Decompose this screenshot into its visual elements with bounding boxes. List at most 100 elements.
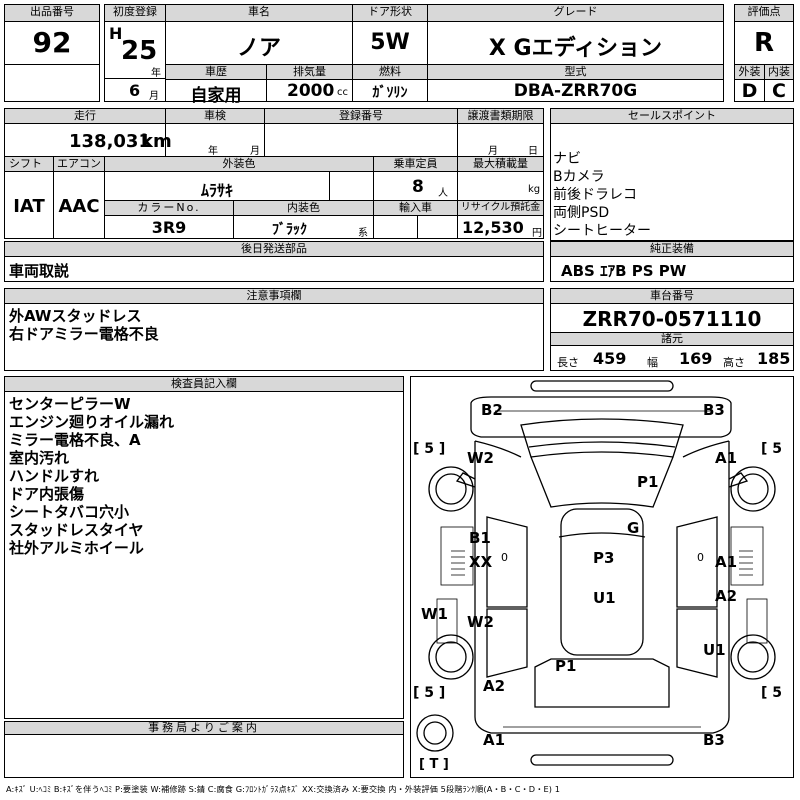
notes-box: 外AWスタッドレス 右ドアミラー電格不良 xyxy=(4,303,544,371)
spare-tire-label: [ T ] xyxy=(419,757,449,772)
width: 169 xyxy=(679,349,713,368)
int-score: C xyxy=(772,80,786,102)
displacement-cell: 2000 cc xyxy=(266,79,353,102)
length: 459 xyxy=(593,349,627,368)
note-item: 外AWスタッドレス xyxy=(9,307,142,325)
ac: AAC xyxy=(58,196,100,217)
score-cell: R xyxy=(734,21,794,65)
load-cell: kg xyxy=(457,171,544,201)
load-label: 最大積載量 xyxy=(457,156,544,172)
reg-no-label: 登録番号 xyxy=(264,108,458,124)
transfer-day-unit: 日 xyxy=(528,146,538,157)
mark-u1-right: U1 xyxy=(703,641,726,659)
color-no: 3R9 xyxy=(151,218,187,237)
inspector-item: ハンドルすれ xyxy=(9,467,100,485)
inspector-item: エンジン廻りオイル漏れ xyxy=(9,413,175,431)
detail-section: 走行 車検 登録番号 譲渡書類期限 138,031 km 年 月 月 日 シフト… xyxy=(4,108,544,282)
model-cell: DBA-ZRR70G xyxy=(427,79,724,102)
fuel: ｶﾞｿﾘﾝ xyxy=(372,85,408,101)
inspector-item: スタッドレスタイヤ xyxy=(9,521,144,539)
grade: X Gエディション xyxy=(488,36,663,61)
later-parts: 車両取説 xyxy=(9,262,70,280)
recycle: 12,530 xyxy=(462,218,524,237)
legend: A:ｷｽﾞ U:ﾍｺﾐ B:ｷｽﾞを伴うﾍｺﾐ P:要塗装 W:補修跡 S:錆 … xyxy=(6,784,561,794)
first-reg-cell: H 25 年 xyxy=(104,21,166,79)
transfer-month-unit: 月 xyxy=(488,146,498,157)
shift-label: シフト xyxy=(4,156,54,172)
grade-label: グレード xyxy=(427,4,724,22)
displacement-label: 排気量 xyxy=(266,64,353,80)
color-no-cell: 3R9 xyxy=(104,215,234,239)
sales-box: ナビ Bカメラ 前後ドラレコ 両側PSD シートヒーター xyxy=(550,123,794,241)
displacement: 2000 xyxy=(287,81,335,101)
lot-no-blank xyxy=(4,64,100,102)
import-label: 輸入車 xyxy=(373,200,458,216)
insp-year-unit: 年 xyxy=(208,146,218,157)
month-unit: 月 xyxy=(149,91,159,102)
inspector-item: 社外アルミホイール xyxy=(9,539,144,557)
height: 185 xyxy=(757,349,791,368)
tire-front-right: [ 5 xyxy=(761,441,783,457)
fuel-cell: ｶﾞｿﾘﾝ xyxy=(352,79,428,102)
ac-label: エアコン xyxy=(53,156,105,172)
grade-cell: X Gエディション xyxy=(427,21,724,65)
chassis-label: 車台番号 xyxy=(550,288,794,304)
month-cell: 6 月 xyxy=(104,78,166,102)
car-diagram-box: B2 B3 [ 5 ] [ 5 W2 A1 P1 G B1 XX 0 P3 0 … xyxy=(410,376,794,778)
doors-label: ドア形状 xyxy=(352,4,428,22)
recycle-cell: 12,530 円 xyxy=(457,215,544,239)
inspector-item: 室内汚れ xyxy=(9,449,70,467)
inspector-item: ミラー電格不良、A xyxy=(9,431,141,449)
ext-cell: D xyxy=(734,79,765,102)
equipment: ABS ｴｱB PS PW xyxy=(561,262,687,280)
model: DBA-ZRR70G xyxy=(513,81,638,101)
reg-no-cell xyxy=(264,123,458,157)
mark-b1: B1 xyxy=(469,529,491,547)
mark-p1-bottom: P1 xyxy=(555,657,577,675)
mark-a2-right: A2 xyxy=(715,587,738,605)
int-cell: C xyxy=(764,79,794,102)
car-name: ノア xyxy=(236,36,281,61)
recycle-unit: 円 xyxy=(532,228,542,239)
recycle-label: リサイクル預託金 xyxy=(457,200,544,216)
office-label: 事務局よりご案内 xyxy=(4,721,404,735)
later-parts-cell: 車両取説 xyxy=(4,256,544,282)
header-section: 出品番号 92 初度登録 H 25 年 6 月 車名 ノア ドア形状 5W グレ… xyxy=(4,4,794,106)
mark-a1-bottom: A1 xyxy=(483,731,506,749)
int-color-cell: ﾌﾞﾗｯｸ 系 xyxy=(233,215,374,239)
mark-a2-bottom: A2 xyxy=(483,677,506,695)
car-diagram xyxy=(416,380,776,766)
length-label: 長さ xyxy=(557,356,579,369)
mark-w1: W1 xyxy=(421,605,448,623)
transfer-cell: 月 日 xyxy=(457,123,544,157)
color-label: 外装色 xyxy=(104,156,374,172)
mark-a1-mid: A1 xyxy=(715,553,738,571)
mark-w2-top: W2 xyxy=(467,449,494,467)
ac-cell: AAC xyxy=(53,171,105,239)
tire-front-left: [ 5 ] xyxy=(413,441,446,457)
year: 25 xyxy=(121,36,158,66)
import-cell-b xyxy=(417,215,458,239)
mark-b3-top: B3 xyxy=(703,401,725,419)
sales-item: 前後ドラレコ xyxy=(553,187,637,203)
model-label: 型式 xyxy=(427,64,724,80)
inspection-label: 車検 xyxy=(165,108,265,124)
note-item: 右ドアミラー電格不良 xyxy=(9,325,159,343)
inspector-item: ドア内張傷 xyxy=(9,485,85,503)
lot-no: 92 xyxy=(32,26,72,59)
lot-no-label: 出品番号 xyxy=(4,4,100,22)
sales-item: シートヒーター xyxy=(553,223,651,239)
month: 6 xyxy=(129,81,141,100)
later-parts-label: 後日発送部品 xyxy=(4,241,544,257)
mark-b2: B2 xyxy=(481,401,503,419)
int-color: ﾌﾞﾗｯｸ xyxy=(272,222,307,238)
doors: 5W xyxy=(370,30,410,55)
shift: IAT xyxy=(13,196,45,217)
dims-label: 諸元 xyxy=(550,332,794,346)
ext-label: 外装 xyxy=(734,64,765,80)
inspector-item: センターピラーW xyxy=(9,395,131,413)
displacement-unit: cc xyxy=(337,87,348,98)
width-label: 幅 xyxy=(647,356,658,369)
mark-g: G xyxy=(627,519,640,537)
fuel-label: 燃料 xyxy=(352,64,428,80)
